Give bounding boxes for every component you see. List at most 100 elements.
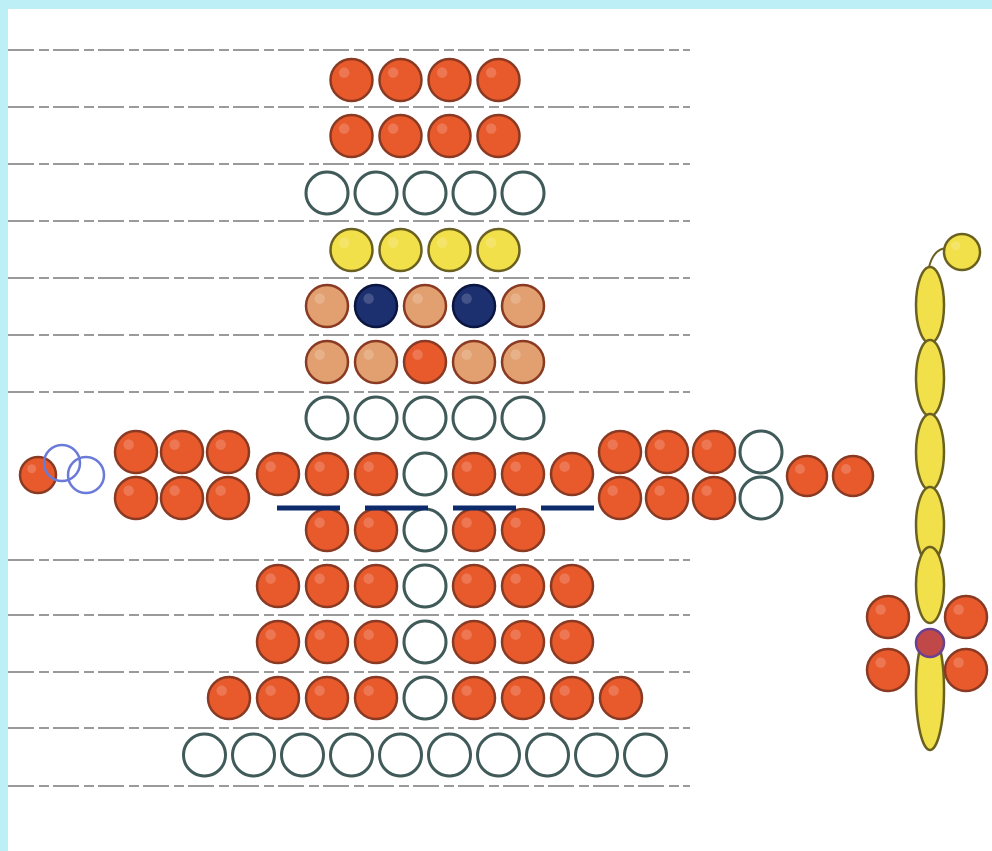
- bead-highlight: [363, 461, 374, 472]
- white-bead: [404, 397, 446, 439]
- bead-highlight: [363, 685, 374, 696]
- red-bead: [429, 115, 471, 157]
- bead-highlight: [314, 461, 325, 472]
- white-bead: [306, 172, 348, 214]
- bead-highlight: [953, 657, 964, 668]
- flower-center-bead: [916, 629, 944, 657]
- right-arm-bead: [693, 477, 735, 519]
- bead-highlight: [510, 629, 521, 640]
- bead-highlight: [363, 629, 374, 640]
- bead-highlight: [510, 573, 521, 584]
- left-arm-bead: [161, 431, 203, 473]
- bead-highlight: [27, 464, 36, 473]
- white-bead: [404, 565, 446, 607]
- red-bead: [355, 565, 397, 607]
- red-bead: [600, 677, 642, 719]
- bead-highlight: [795, 464, 805, 474]
- bead-highlight: [363, 349, 374, 360]
- bead-highlight: [951, 241, 960, 250]
- bead-highlight: [654, 439, 665, 450]
- skin-bead: [502, 285, 544, 327]
- bead-rows: [184, 59, 667, 776]
- red-bead: [404, 341, 446, 383]
- white-bead: [306, 397, 348, 439]
- bead-highlight: [559, 573, 570, 584]
- right-arm-bead: [740, 431, 782, 473]
- white-bead: [233, 734, 275, 776]
- red-bead: [502, 453, 544, 495]
- white-bead: [453, 397, 495, 439]
- bead-highlight: [314, 629, 325, 640]
- right-hand-bead: [833, 456, 873, 496]
- white-bead: [184, 734, 226, 776]
- bead-highlight: [265, 629, 276, 640]
- red-bead: [331, 59, 373, 101]
- red-bead: [257, 677, 299, 719]
- left-arm-bead: [115, 431, 157, 473]
- white-bead: [429, 734, 471, 776]
- white-bead: [355, 172, 397, 214]
- yellow-bead: [380, 229, 422, 271]
- bead-highlight: [215, 485, 226, 496]
- bead-highlight: [412, 293, 423, 304]
- bead-highlight: [363, 517, 374, 528]
- bead-highlight: [461, 461, 472, 472]
- flower-top-bead: [944, 234, 980, 270]
- white-bead: [404, 172, 446, 214]
- bead-highlight: [841, 464, 851, 474]
- bead-highlight: [169, 439, 180, 450]
- red-bead: [453, 565, 495, 607]
- red-bead: [453, 677, 495, 719]
- bead-highlight: [701, 485, 712, 496]
- bead-highlight: [123, 485, 134, 496]
- red-bead: [453, 453, 495, 495]
- bead-highlight: [461, 293, 472, 304]
- bead-highlight: [559, 461, 570, 472]
- white-bead: [527, 734, 569, 776]
- skin-bead: [355, 341, 397, 383]
- bead-highlight: [363, 293, 374, 304]
- bead-highlight: [314, 685, 325, 696]
- red-bead: [355, 677, 397, 719]
- flower-detail: [867, 234, 987, 750]
- bead-highlight: [461, 517, 472, 528]
- yellow-bead: [429, 229, 471, 271]
- bead-highlight: [339, 237, 350, 248]
- skin-bead: [306, 341, 348, 383]
- bead-highlight: [486, 237, 497, 248]
- bead-highlight: [265, 685, 276, 696]
- white-bead: [355, 397, 397, 439]
- bead-highlight: [437, 123, 448, 134]
- white-bead: [502, 172, 544, 214]
- bead-highlight: [437, 237, 448, 248]
- bead-highlight: [314, 573, 325, 584]
- red-bead: [208, 677, 250, 719]
- right-arm-bead: [646, 477, 688, 519]
- red-bead: [551, 565, 593, 607]
- flower-stem-bead: [916, 340, 944, 416]
- bead-highlight: [559, 629, 570, 640]
- flower-petal-bead: [867, 649, 909, 691]
- bead-highlight: [875, 604, 886, 615]
- bead-highlight: [363, 573, 374, 584]
- skin-bead: [453, 341, 495, 383]
- skin-bead: [306, 285, 348, 327]
- bead-highlight: [461, 629, 472, 640]
- bead-highlight: [510, 685, 521, 696]
- bead-highlight: [314, 349, 325, 360]
- red-bead: [502, 565, 544, 607]
- bead-highlight: [510, 349, 521, 360]
- red-bead: [355, 453, 397, 495]
- right-arm-bead: [693, 431, 735, 473]
- bead-highlight: [216, 685, 227, 696]
- bead-highlight: [608, 685, 619, 696]
- bead-highlight: [654, 485, 665, 496]
- navy-bead: [453, 285, 495, 327]
- red-bead: [331, 115, 373, 157]
- bead-highlight: [388, 237, 399, 248]
- bead-highlight: [215, 439, 226, 450]
- red-bead: [306, 677, 348, 719]
- red-bead: [502, 509, 544, 551]
- bead-highlight: [953, 604, 964, 615]
- bead-highlight: [339, 67, 350, 78]
